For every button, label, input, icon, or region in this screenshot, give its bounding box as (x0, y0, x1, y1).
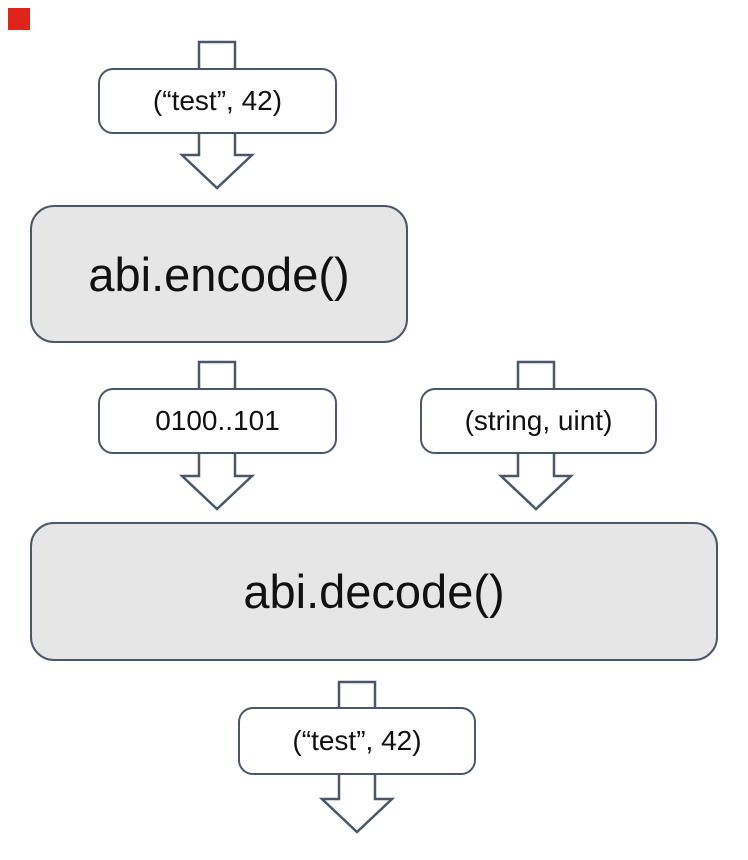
node-encoded-bytes: 0100..101 (98, 388, 337, 454)
node-abi-decode-label: abi.decode() (243, 565, 505, 618)
node-input-tuple: (“test”, 42) (98, 68, 337, 134)
node-types-tuple: (string, uint) (420, 388, 657, 454)
node-types-tuple-label: (string, uint) (464, 405, 613, 436)
node-abi-encode: abi.encode() (30, 205, 408, 343)
node-abi-encode-label: abi.encode() (88, 247, 350, 301)
node-output-tuple-label: (“test”, 42) (292, 725, 422, 756)
node-encoded-bytes-label: 0100..101 (155, 405, 280, 436)
node-abi-decode: abi.decode() (30, 522, 718, 661)
node-output-tuple: (“test”, 42) (238, 707, 476, 775)
node-input-tuple-label: (“test”, 42) (152, 85, 283, 116)
red-marker (8, 8, 30, 30)
